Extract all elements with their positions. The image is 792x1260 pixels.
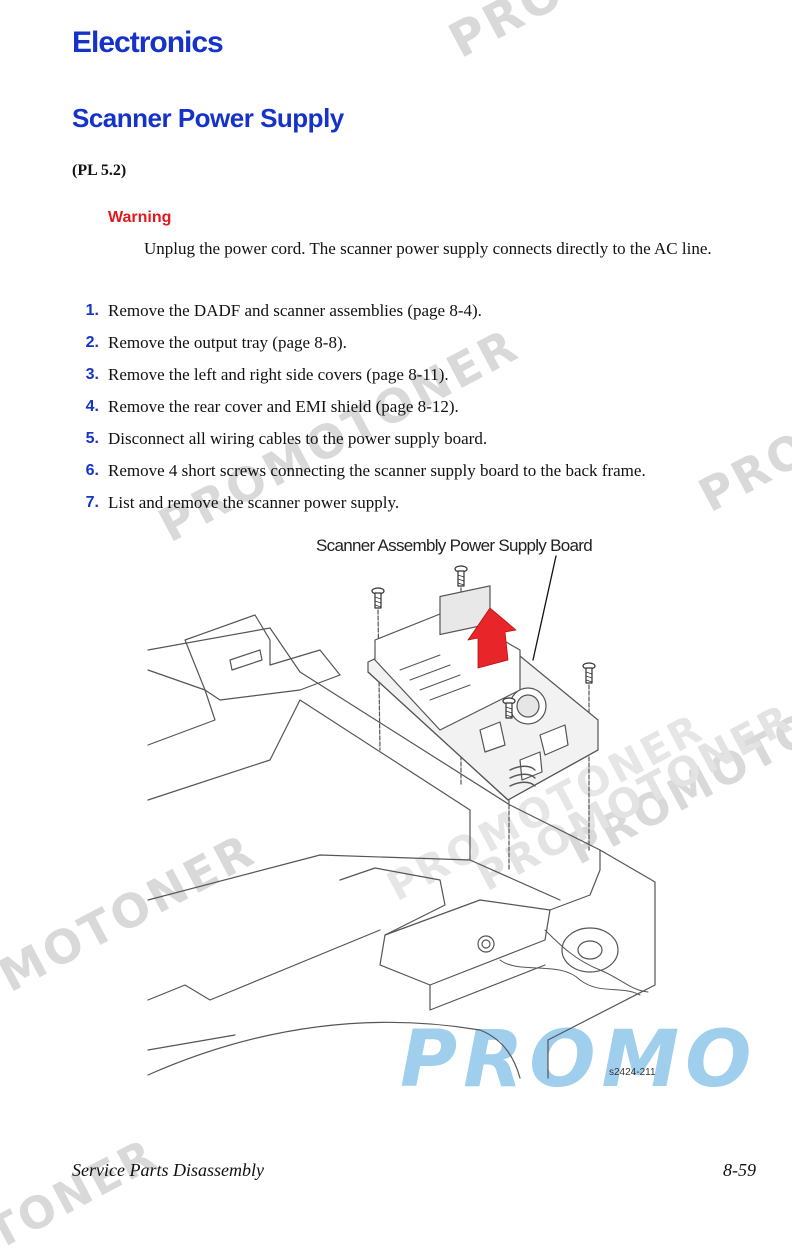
step-text: Remove the rear cover and EMI shield (pa…: [108, 397, 459, 416]
front-housing-face: [384, 899, 551, 936]
front-housing: [339, 849, 601, 986]
footer-page-number: 8-59: [723, 1160, 756, 1180]
step-text: Remove the DADF and scanner assemblies (…: [108, 301, 482, 320]
step-number: 1.: [85, 302, 99, 319]
step-number: 5.: [85, 430, 99, 447]
step-text: List and remove the scanner power supply…: [108, 493, 400, 512]
footer-section-name: Service Parts Disassembly: [72, 1160, 264, 1180]
frame-bottom-line: [147, 1034, 236, 1051]
section-title: Scanner Power Supply: [72, 103, 344, 133]
step-text: Remove the output tray (page 8-8).: [108, 333, 347, 352]
transformer: [439, 585, 491, 636]
screw: [582, 662, 596, 684]
step-number: 4.: [85, 398, 99, 415]
frame-left-rail: [147, 669, 216, 746]
board-coils: [509, 765, 536, 787]
power-supply-illustration: [147, 555, 656, 1079]
figure-image-id: s2424-211: [609, 1067, 656, 1078]
front-housing-hole: [477, 935, 495, 953]
step-text: Disconnect all wiring cables to the powe…: [108, 429, 488, 448]
power-supply-board-edge: [367, 671, 599, 801]
fan-hub: [577, 940, 603, 960]
watermark-top: PROMO: [440, 0, 657, 69]
capacitor-top: [516, 694, 540, 718]
figure-caption: Scanner Assembly Power Supply Board: [316, 536, 593, 555]
removal-arrow: [467, 607, 517, 669]
wire-harness: [499, 959, 641, 996]
step-item: 7. List and remove the scanner power supp…: [72, 492, 772, 524]
hinge-bracket: [184, 614, 341, 701]
frame-floor: [147, 854, 561, 901]
frame-bottom-curve: [147, 1021, 521, 1079]
step-item: 6. Remove 4 short screws connecting the s…: [72, 460, 772, 492]
board-components: [479, 721, 569, 781]
step-item: 3. Remove the left and right side covers …: [72, 364, 772, 396]
screw: [454, 565, 468, 587]
warning-text: Unplug the power cord. The scanner power…: [144, 239, 712, 258]
step-item: 5. Disconnect all wiring cables to the po…: [72, 428, 772, 460]
front-housing-rail: [429, 964, 546, 1011]
step-item: 2. Remove the output tray (page 8-8).: [72, 332, 772, 364]
screw: [502, 697, 516, 719]
wire-harness-2: [544, 929, 649, 993]
step-text: Remove the left and right side covers (p…: [108, 365, 449, 384]
watermark-bottom-left: TONER: [0, 1128, 166, 1260]
board-bracket-fins: [399, 654, 471, 701]
caption-leader-line: [532, 555, 557, 661]
part-list-reference: (PL 5.2): [72, 162, 127, 179]
screw: [371, 587, 385, 609]
frame-lower-edge: [147, 929, 381, 1001]
step-number: 7.: [85, 494, 99, 511]
step-number: 3.: [85, 366, 99, 383]
chapter-title: Electronics: [72, 26, 224, 59]
step-number: 6.: [85, 462, 99, 479]
step-item: 4. Remove the rear cover and EMI shield (…: [72, 396, 772, 428]
step-number: 2.: [85, 334, 99, 351]
procedure-steps: 1. Remove the DADF and scanner assemblies…: [72, 300, 772, 524]
step-item: 1. Remove the DADF and scanner assemblies…: [72, 300, 772, 332]
hinge-slot: [229, 649, 263, 671]
front-housing-hole-inner: [481, 939, 491, 949]
frame-inner-left: [147, 699, 471, 861]
fan-housing: [561, 927, 619, 973]
warning-label: Warning: [108, 209, 172, 226]
step-text: Remove 4 short screws connecting the sca…: [108, 461, 646, 480]
